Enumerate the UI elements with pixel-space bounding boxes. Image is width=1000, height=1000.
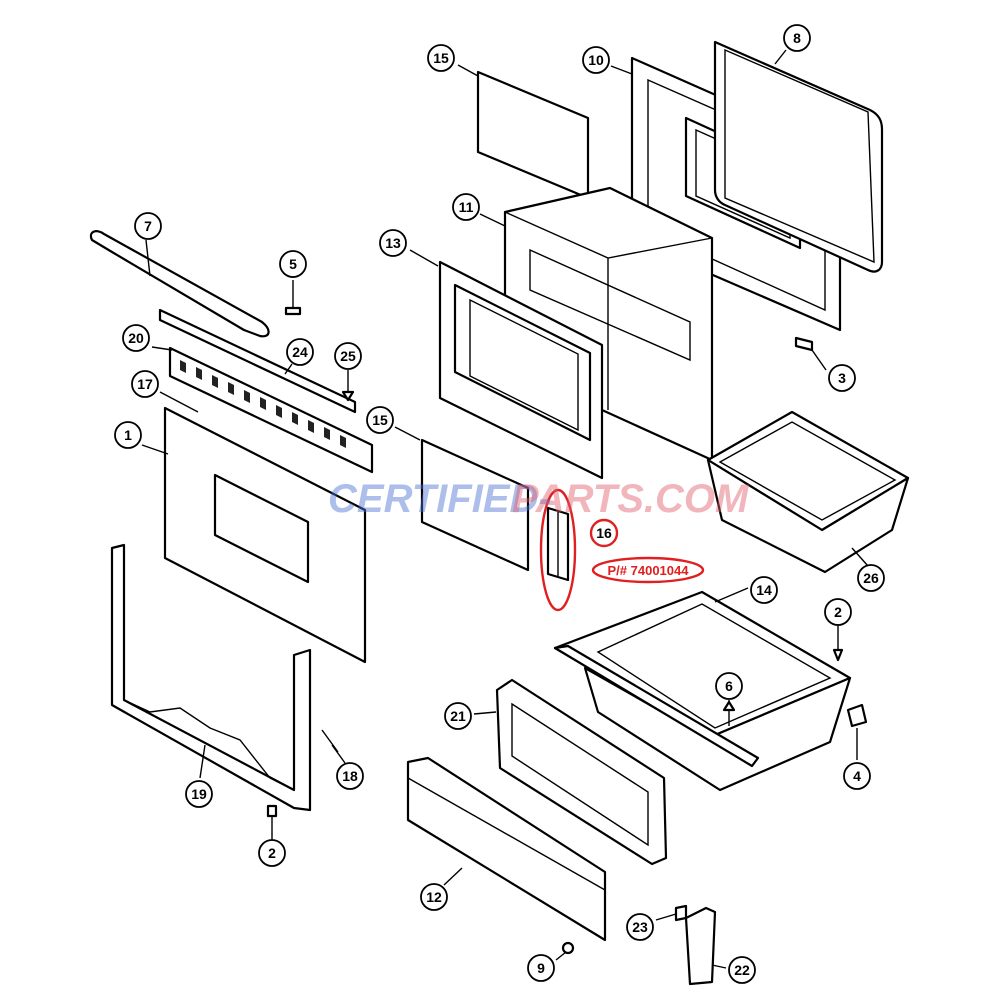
callout-2-bottom: 2 — [258, 839, 286, 867]
part-21-drawer-bracket — [495, 678, 668, 866]
svg-text:26: 26 — [863, 570, 879, 586]
part-20-vent-panel — [168, 346, 374, 474]
watermark: CERTIFIED- PARTS.COM — [328, 477, 750, 521]
callout-16: 16 — [589, 518, 619, 548]
part-2-screw-right — [832, 628, 844, 662]
svg-text:25: 25 — [340, 348, 356, 364]
svg-text:15: 15 — [372, 412, 388, 428]
svg-text:12: 12 — [426, 889, 442, 905]
callout-11: 11 — [452, 193, 480, 221]
svg-text:7: 7 — [144, 218, 152, 234]
part-8-door-gasket — [713, 40, 884, 273]
callout-13: 13 — [379, 229, 407, 257]
callout-18: 18 — [336, 762, 364, 790]
callout-5: 5 — [279, 250, 307, 278]
part-16-hinge-bracket — [546, 506, 570, 582]
part-15-glass-lower — [420, 438, 530, 572]
callout-22: 22 — [728, 956, 756, 984]
part-22-side-trim — [684, 906, 717, 986]
svg-text:22: 22 — [734, 962, 750, 978]
part-14-drawer — [553, 590, 852, 792]
svg-text:14: 14 — [756, 582, 772, 598]
svg-text:11: 11 — [459, 199, 474, 215]
callout-21: 21 — [444, 702, 472, 730]
part-24-vent-trim — [158, 308, 357, 414]
part-5-screw — [284, 280, 302, 316]
svg-text:17: 17 — [137, 376, 153, 392]
highlight-part-16: 16 P/# 74001044 — [539, 488, 705, 612]
part-15-glass-top — [476, 70, 590, 200]
callout-10: 10 — [582, 46, 610, 74]
part-3-clip — [794, 336, 814, 352]
part-6-screw — [722, 700, 736, 726]
svg-text:16: 16 — [596, 525, 612, 541]
svg-text:CERTIFIED-: CERTIFIED- — [328, 477, 552, 521]
svg-text:1: 1 — [124, 427, 132, 443]
callout-23: 23 — [626, 913, 654, 941]
part-12-drawer-front — [406, 756, 607, 942]
svg-text:18: 18 — [342, 768, 358, 784]
callout-3: 3 — [828, 364, 856, 392]
callout-8: 8 — [783, 24, 811, 52]
part-13-door-liner — [438, 260, 604, 480]
svg-text:15: 15 — [433, 50, 449, 66]
callout-20: 20 — [122, 324, 150, 352]
part-7-door-handle — [89, 230, 270, 338]
part-number-label: P/# 74001044 — [608, 563, 690, 578]
part-18-screw — [321, 729, 339, 753]
callout-26: 26 — [857, 564, 885, 592]
callout-14: 14 — [750, 576, 778, 604]
callout-2-right: 2 — [824, 598, 852, 626]
svg-text:13: 13 — [385, 235, 401, 251]
highlight-ellipse-part — [539, 488, 577, 612]
svg-text:23: 23 — [632, 919, 648, 935]
callout-6: 6 — [715, 672, 743, 700]
part-23-clip — [674, 904, 688, 922]
callout-25: 25 — [334, 342, 362, 370]
callout-24: 24 — [286, 338, 314, 366]
callout-7: 7 — [134, 212, 162, 240]
callout-9: 9 — [527, 954, 555, 982]
svg-text:2: 2 — [268, 845, 276, 861]
svg-text:5: 5 — [289, 256, 297, 272]
callout-19: 19 — [185, 780, 213, 808]
part-26-storage-pan — [706, 410, 910, 574]
part-2-screw-bottom — [266, 804, 278, 830]
part-25-screw — [341, 372, 355, 402]
callout-17: 17 — [131, 370, 159, 398]
svg-text:PARTS.COM: PARTS.COM — [512, 477, 750, 521]
svg-text:20: 20 — [128, 330, 144, 346]
svg-text:8: 8 — [793, 30, 801, 46]
svg-text:9: 9 — [537, 960, 545, 976]
callout-15-lower: 15 — [366, 406, 394, 434]
callout-4: 4 — [843, 762, 871, 790]
highlight-ellipse-part-number — [591, 556, 705, 584]
callout-1: 1 — [114, 421, 142, 449]
part-1-outer-door-panel — [163, 406, 367, 664]
svg-text:3: 3 — [838, 370, 846, 386]
callout-15-top: 15 — [427, 44, 455, 72]
svg-text:2: 2 — [834, 604, 842, 620]
leader-lines — [141, 49, 869, 969]
part-4-bumper — [846, 703, 868, 728]
callout-12: 12 — [420, 883, 448, 911]
part-9-knob — [561, 941, 575, 955]
svg-text:6: 6 — [725, 678, 733, 694]
svg-text:4: 4 — [853, 768, 861, 784]
svg-text:19: 19 — [191, 786, 207, 802]
svg-text:24: 24 — [292, 344, 308, 360]
svg-text:21: 21 — [450, 708, 466, 724]
svg-text:10: 10 — [588, 52, 604, 68]
